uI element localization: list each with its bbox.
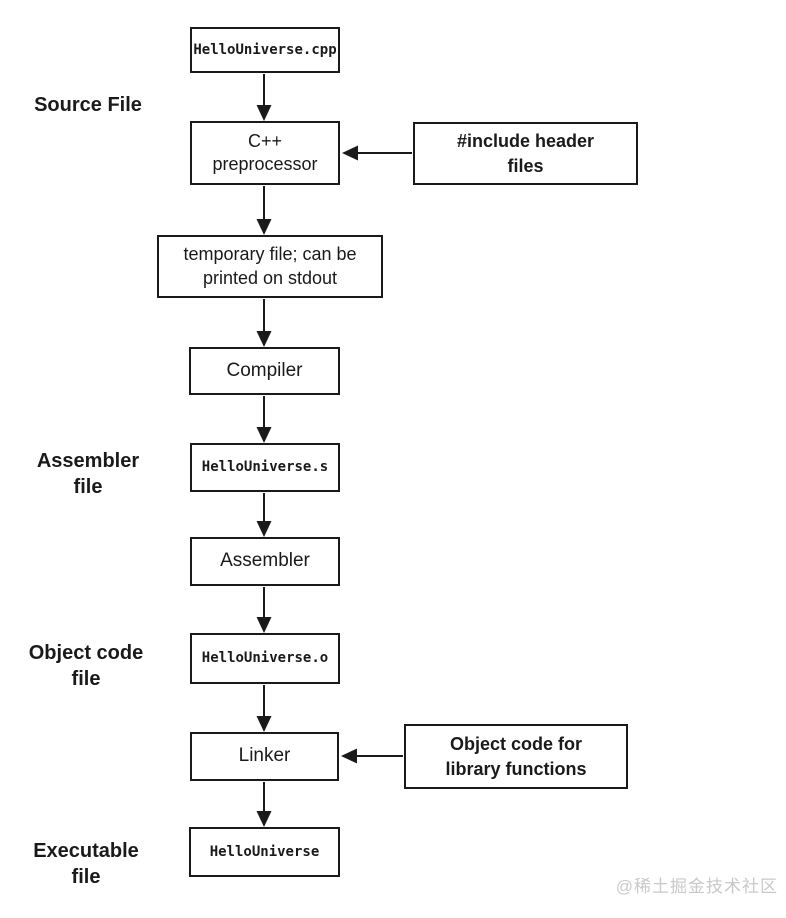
stage-label-executable-file: Executable file (33, 840, 139, 888)
node-object-file-box: HelloUniverse.o (190, 633, 340, 684)
stage-label-assembler-file: Assembler file (36, 450, 140, 498)
node-executable-file-box: HelloUniverse (189, 827, 340, 877)
node-include-headers-box: #include header files (413, 122, 638, 185)
node-temp-file-box: temporary file; can be printed on stdout (157, 235, 383, 298)
stage-label-object-code-file: Object code file (28, 642, 144, 690)
stage-label-source-file: Source File (34, 94, 142, 116)
node-assembler-box: Assembler (190, 537, 340, 586)
node-source-file-box: HelloUniverse.cpp (190, 27, 340, 73)
node-linker-box: Linker (190, 732, 339, 781)
node-compiler-box: Compiler (189, 347, 340, 395)
node-library-objects-box: Object code for library functions (404, 724, 628, 789)
watermark: @稀土掘金技术社区 (615, 877, 778, 896)
node-assembly-file-box: HelloUniverse.s (190, 443, 340, 492)
node-preprocessor-box: C++ preprocessor (190, 121, 340, 185)
